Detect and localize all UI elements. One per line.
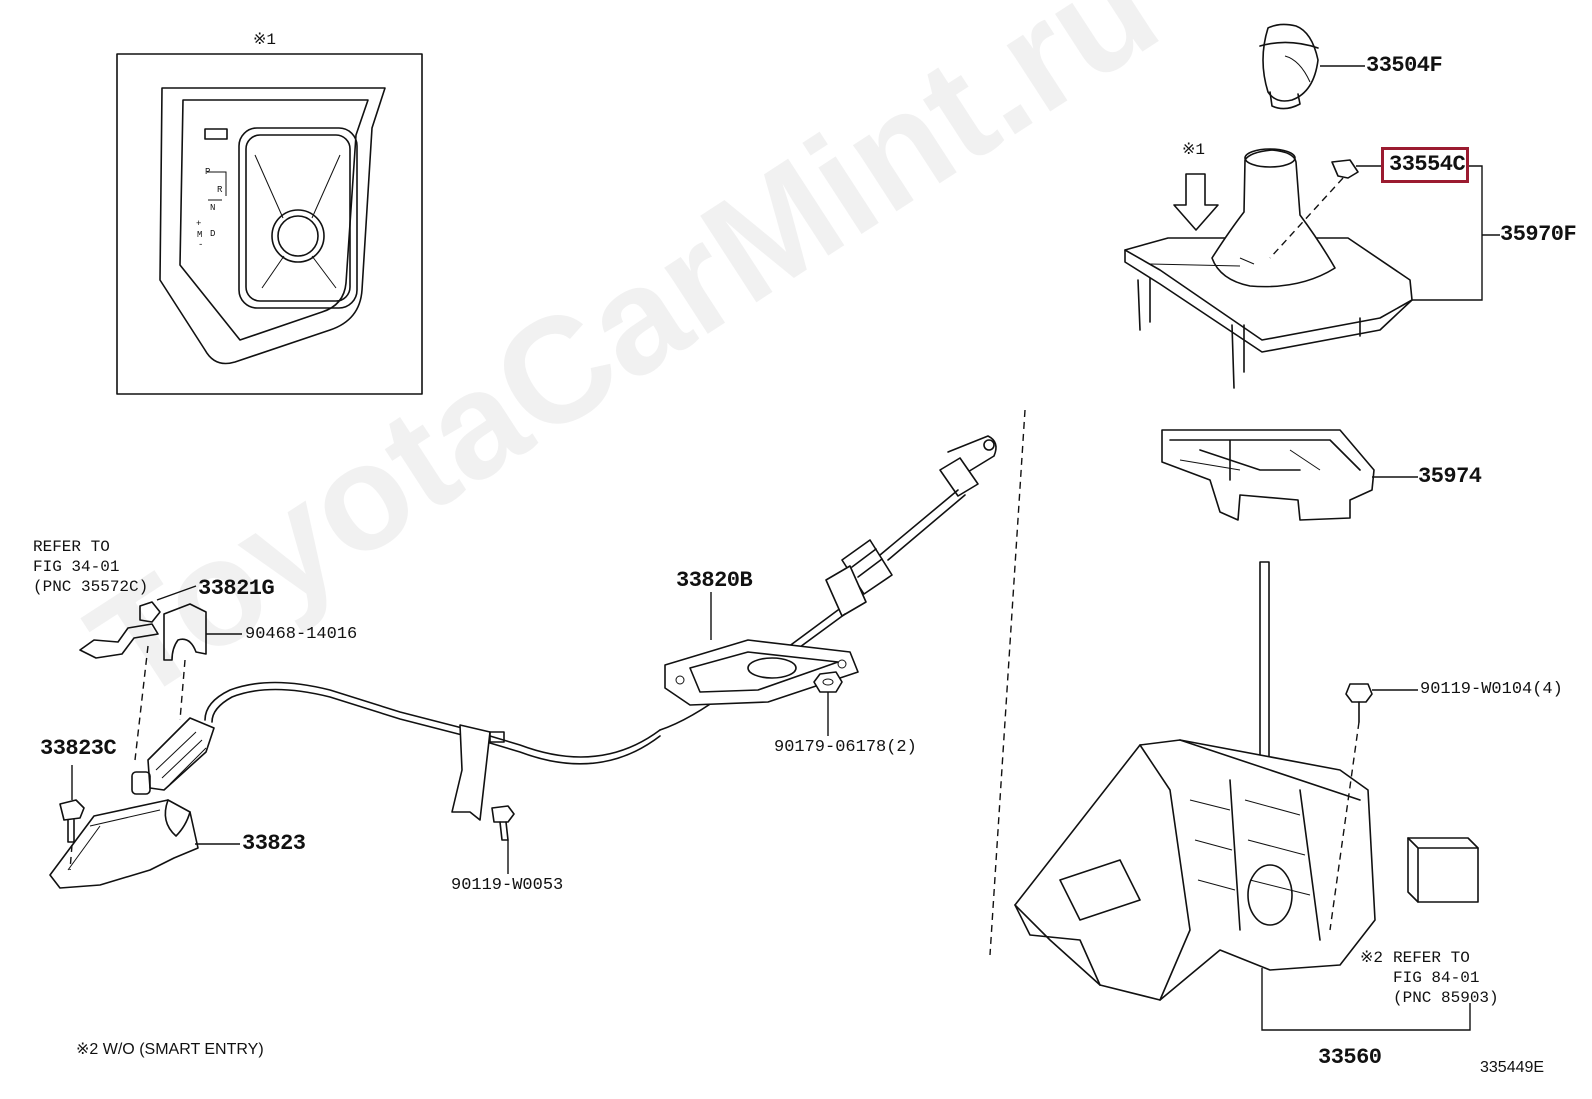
part-label-90119-W0104[interactable]: 90119-W0104(4) [1420, 680, 1563, 699]
cable-bracket [49, 799, 199, 889]
drawing-code: 335449E [1480, 1059, 1545, 1076]
part-label-90179-06178[interactable]: 90179-06178(2) [774, 738, 917, 757]
cable-clip [79, 601, 161, 761]
part-label-35970F[interactable]: 35970F [1500, 222, 1577, 247]
part-label-33560[interactable]: 33560 [1318, 1045, 1382, 1070]
shift-letter-r: R [217, 185, 223, 195]
part-label-33821G[interactable]: 33821G [198, 576, 275, 601]
arrow-mark: ※1 [1182, 141, 1206, 159]
shift-letter-p: P [205, 167, 211, 177]
note2-mark: ※2 [1360, 949, 1384, 967]
condition-note: ※2 W/O (SMART ENTRY) [76, 1041, 264, 1058]
part-label-35974[interactable]: 35974 [1418, 464, 1482, 489]
bolt-33823C [59, 765, 85, 843]
part-label-33504F[interactable]: 33504F [1366, 53, 1443, 78]
part-label-33554C[interactable]: 33554C [1389, 152, 1466, 177]
view-arrow [1173, 173, 1219, 231]
part-label-33820B[interactable]: 33820B [676, 568, 753, 593]
shift-housing [1161, 429, 1375, 521]
inset-console-view [116, 53, 423, 395]
clip-part [1269, 159, 1359, 259]
shift-knob [1259, 23, 1319, 110]
refer-note-right: REFER TO FIG 84-01 (PNC 85903) [1393, 949, 1499, 1007]
part-label-33823[interactable]: 33823 [242, 831, 306, 856]
shift-letter-d: D [210, 229, 216, 239]
nut-90179-06178 [813, 671, 843, 693]
shift-letter-n: N [210, 203, 216, 213]
refer-note-left: REFER TO FIG 34-01 (PNC 35572C) [33, 538, 149, 596]
part-label-33823C[interactable]: 33823C [40, 736, 117, 761]
shift-letter-m: M [197, 230, 203, 240]
shift-cable [131, 435, 997, 821]
part-label-90119-W0053[interactable]: 90119-W0053 [451, 876, 564, 895]
inset-mark: ※1 [253, 31, 277, 49]
bolt-90119-W0053 [491, 805, 515, 841]
shift-letter-minus: - [198, 240, 204, 250]
part-label-90468-14016[interactable]: 90468-14016 [245, 625, 358, 644]
highlight-box [1381, 147, 1469, 183]
bolt-90119-W0104 [1329, 683, 1373, 931]
smart-entry-module [1407, 837, 1479, 903]
shift-boot-bezel [1124, 148, 1413, 389]
lock-plate [163, 603, 207, 721]
shift-letter-plus: + [196, 219, 202, 229]
shift-lever-assembly [1014, 561, 1376, 1001]
